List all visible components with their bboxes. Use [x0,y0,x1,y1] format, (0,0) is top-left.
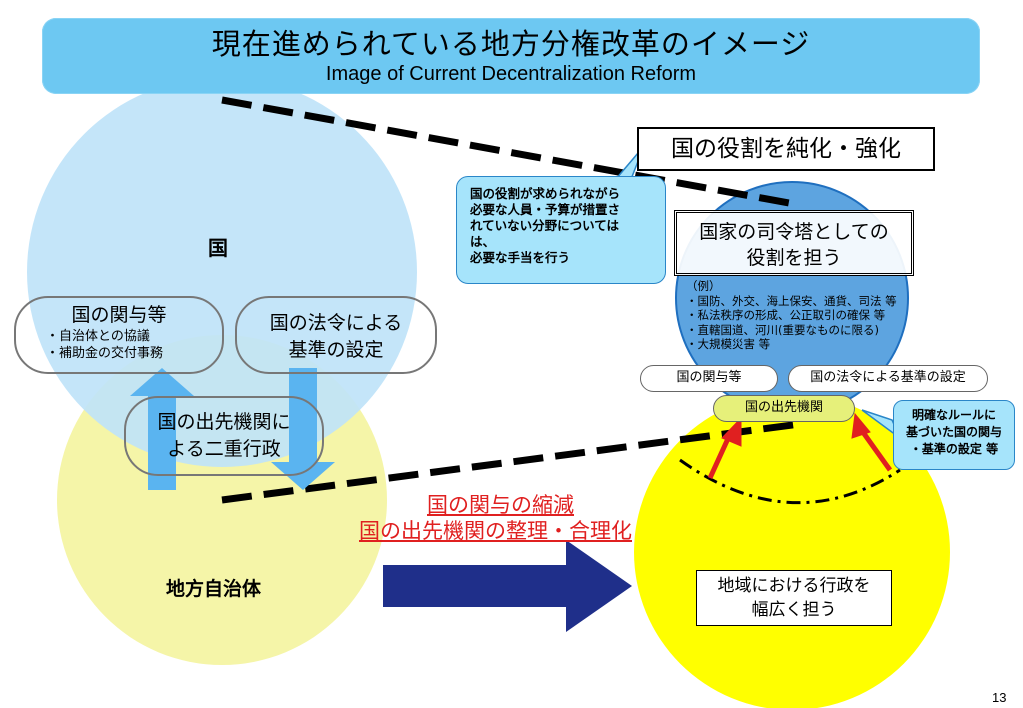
callout-line: 必要な手当を行う [470,250,571,265]
reform-arrow [383,540,632,632]
branch-office-pill: 国の出先機関に よる二重行政 [124,396,324,476]
reform-line: 国の関与の縮減 [427,493,574,517]
right-involvement-pill: 国の関与等 [640,365,778,392]
country-label: 国 [208,236,228,260]
callout-line: 国の役割が求められながら [470,186,621,201]
examples-list: （例） ・国防、外交、海上保安、通貨、司法 等 ・私法秩序の形成、公正取引の確保… [686,279,918,352]
right-branch-pill: 国の出先機関 [713,395,855,422]
law-standard-line: 国の法令による [269,312,403,334]
right-law-pill: 国の法令による基準の設定 [788,365,988,392]
upper-dashed-line [221,96,801,209]
example-item: ・国防、外交、海上保安、通貨、司法 等 [686,293,897,308]
command-tower-line: 役割を担う [746,247,842,269]
regional-admin-box: 地域における行政を 幅広く担う [696,570,892,626]
regional-admin-line: 幅広く担う [751,600,837,620]
title-japanese: 現在進められている地方分権改革のイメージ [211,27,811,61]
involvement-item: ・自治体との協議 [46,329,150,344]
involvement-pill: 国の関与等 ・自治体との協議 ・補助金の交付事務 [14,296,224,374]
law-standard-line: 基準の設定 [288,339,384,361]
branch-office-line: 国の出先機関に [157,411,291,433]
branch-office-line: よる二重行政 [167,438,281,460]
law-standard-pill: 国の法令による 基準の設定 [235,296,437,374]
example-item: ・大規模災害 等 [686,337,771,351]
involvement-item: ・補助金の交付事務 [46,346,164,361]
regional-admin-line: 地域における行政を [717,576,871,596]
middle-callout: 国の役割が求められながら 必要な人員・予算が措置さ れていない分野については は… [456,176,666,284]
callout-line: は、 [470,234,496,249]
local-government-label: 地方自治体 [166,578,262,600]
callout-line: 必要な人員・予算が措置さ [470,202,621,217]
command-tower-box: 国家の司令塔としての 役割を担う [674,210,914,276]
reform-line: 国の出先機関の整理・合理化 [359,519,632,543]
example-item: ・私法秩序の形成、公正取引の確保 等 [686,308,886,322]
example-item: ・直轄国道、河川(重要なものに限る) [686,322,879,337]
page-number: 13 [992,690,1007,705]
rule-callout-line: 明確なルールに [911,408,996,422]
dash-dot-arc [679,458,901,505]
callout-line: れていない分野については [470,218,620,233]
country-circle [27,77,417,467]
rule-callout: 明確なルールに 基づいた国の関与 ・基準の設定 等 [893,400,1015,470]
examples-label: （例） [686,279,721,293]
lower-dashed-line [221,420,801,504]
involvement-title: 国の関与等 [71,304,167,326]
rule-callout-line: ・基準の設定 等 [909,442,999,456]
command-tower-line: 国家の司令塔としての [699,221,889,243]
title-banner: 現在進められている地方分権改革のイメージ Image of Current De… [42,18,980,94]
role-heading: 国の役割を純化・強化 [637,127,935,171]
title-english: Image of Current Decentralization Reform [325,63,697,85]
red-arrows [707,412,893,480]
rule-callout-line: 基づいた国の関与 [905,425,1002,439]
